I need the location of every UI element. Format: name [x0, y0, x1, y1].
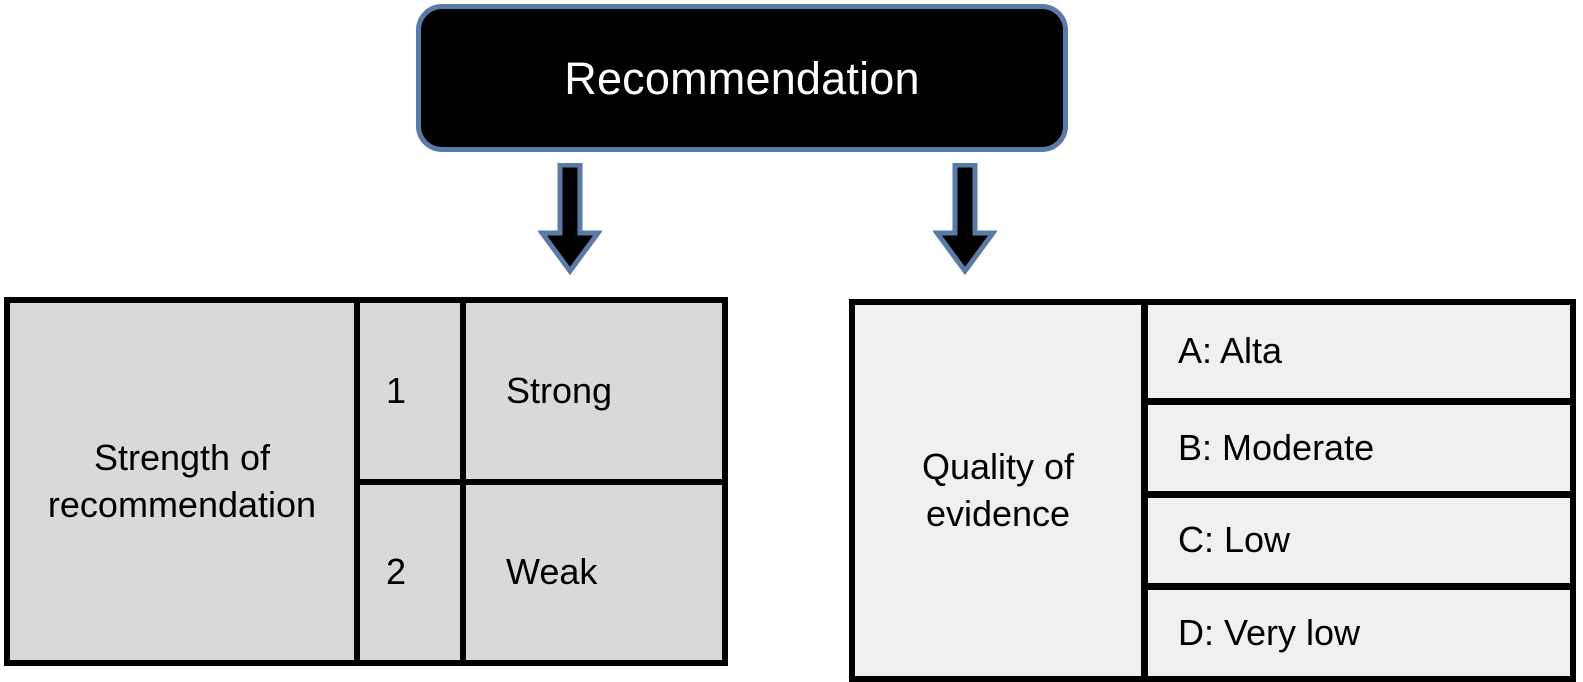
strength-row-value: Weak [506, 551, 598, 593]
quality-table-header-label: Quality of evidence [855, 305, 1148, 676]
table-row: C: Low [1148, 490, 1570, 584]
strength-of-recommendation-table: Strength of recommendation 1 Strong 2 We… [4, 297, 728, 666]
strength-table-header-label: Strength of recommendation [10, 303, 360, 660]
table-row: 1 Strong [360, 303, 722, 479]
strength-row-code: 2 [360, 484, 466, 660]
table-row: B: Moderate [1148, 397, 1570, 491]
down-arrow-icon-right [933, 163, 997, 275]
recommendation-title-label: Recommendation [564, 52, 920, 104]
table-row: A: Alta [1178, 330, 1283, 372]
table-row: D: Very low [1148, 583, 1570, 676]
down-arrow-icon-left [538, 163, 602, 275]
quality-table-rows: A: Alta B: Moderate C: Low D: Very low [1148, 305, 1570, 676]
quality-of-evidence-table: Quality of evidence A: Alta B: Moderate … [849, 299, 1576, 682]
strength-table-rows: 1 Strong 2 Weak [360, 303, 722, 660]
strength-row-value: Strong [506, 369, 613, 411]
table-row: 2 Weak [360, 478, 722, 660]
recommendation-title-box: Recommendation [416, 4, 1068, 152]
strength-row-code: 1 [360, 303, 466, 479]
